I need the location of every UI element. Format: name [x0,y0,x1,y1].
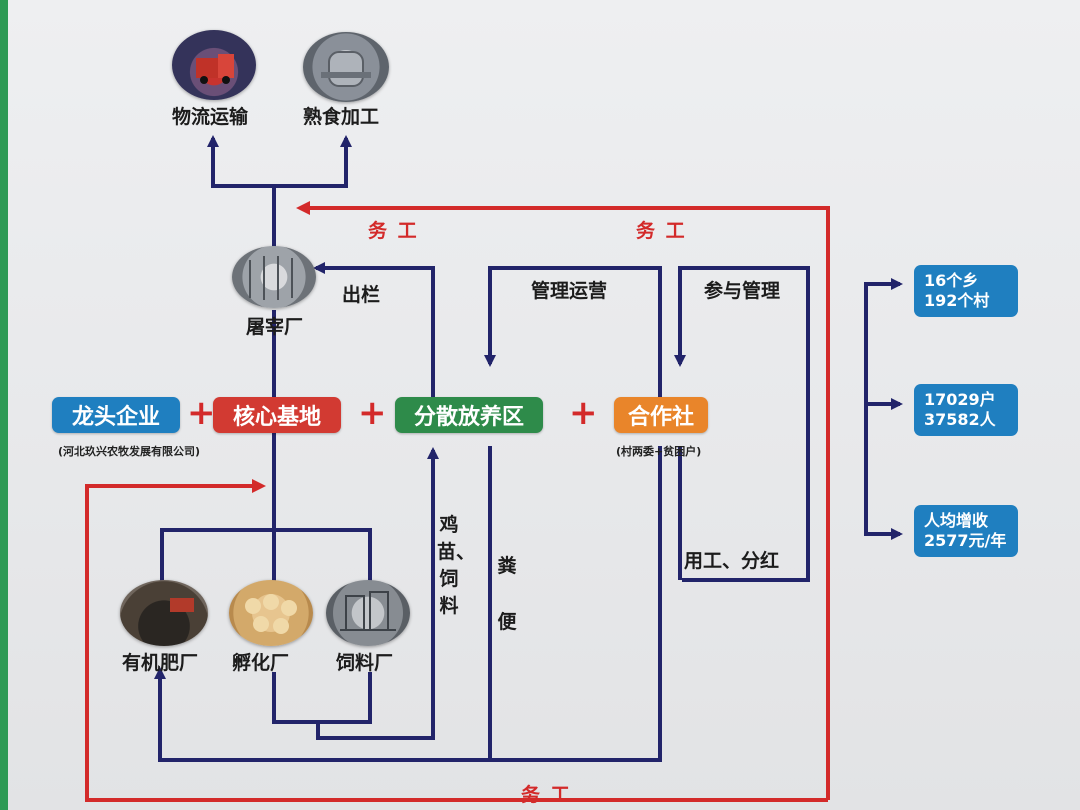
cooking-equipment-photo-icon [303,32,389,102]
stat-income-value: 2577元/年 [924,531,1007,550]
line-participate [674,266,810,582]
node-feed-mill: 饲料厂 [336,652,394,674]
label-labor-bottom: 务 工 [521,784,572,806]
line-out-pen [313,262,435,398]
label-out-pen: 出栏 [342,284,381,306]
line-management [484,266,662,398]
chicks-icon [245,594,297,634]
pill-leading-enterprise: 龙头企业 [52,397,180,433]
pill-leading-enterprise-label: 龙头企业 [71,405,160,430]
label-chick-feed: 鸡苗、饲料 [437,514,476,617]
line-to-cooked-food [274,135,352,188]
stat-income: 人均增收 2577元/年 [914,505,1018,557]
truck-photo-icon [172,30,256,100]
slaughterhouse-icon [249,256,293,300]
pill-dispersed-area: 分散放养区 [395,397,543,433]
stat-households: 17029户 [924,390,996,409]
line-manure [154,446,492,762]
line-to-logistics [207,135,276,248]
label-management-operation: 管理运营 [531,280,608,302]
plus-sign-3: + [569,393,598,433]
stat-townships-villages: 16个乡 192个村 [914,265,1018,317]
stat-villages: 192个村 [924,291,990,310]
truck-icon [196,54,234,84]
label-labor-top-left: 务 工 [368,220,419,242]
fertilizer-photo-icon [120,580,208,646]
feed-mill-icon [340,591,396,631]
node-hatchery: 孵化厂 [232,652,290,674]
cooking-equipment-icon [321,51,371,87]
node-logistics: 物流运输 [172,106,249,128]
plus-sign-2: + [358,393,387,433]
line-coop-down [490,446,662,762]
red-labor-bottom [85,479,828,802]
line-stats-bracket [864,278,903,452]
pill-dispersed-area-label: 分散放养区 [413,405,524,430]
plus-sign-1: + [187,393,216,433]
stat-people: 37582人 [924,410,996,429]
node-slaughterhouse: 屠宰厂 [246,316,304,338]
feed-mill-photo-icon [326,580,410,646]
slaughterhouse-photo-icon [232,246,316,308]
line-stats-bottom [864,452,903,540]
pill-cooperative-label: 合作社 [627,405,694,430]
node-cooked-food: 熟食加工 [303,106,380,128]
line-feed-mill-join [318,672,372,724]
stat-townships: 16个乡 [924,271,979,290]
stat-income-label: 人均增收 [924,511,989,530]
pill-core-base: 核心基地 [213,397,341,433]
fertilizer-icon [170,598,194,612]
label-employment-dividend: 用工、分红 [684,550,780,572]
node-organic-fertilizer-plant: 有机肥厂 [122,652,199,674]
stat-households-people: 17029户 37582人 [914,384,1018,436]
label-labor-top-right: 务 工 [636,220,687,242]
label-participate-management: 参与管理 [704,280,781,302]
red-labor-top [296,201,830,800]
chicks-photo-icon [229,580,313,646]
pill-cooperative: 合作社 [614,397,708,433]
line-chick-feed [272,447,439,740]
line-factory-fork [160,528,372,584]
green-edge [0,0,8,810]
cooperative-sub: (村两委+贫困户) [616,445,702,458]
pill-core-base-label: 核心基地 [232,405,321,430]
label-manure: 粪便 [497,555,517,633]
leading-enterprise-sub: (河北玖兴农牧发展有限公司) [58,445,201,458]
